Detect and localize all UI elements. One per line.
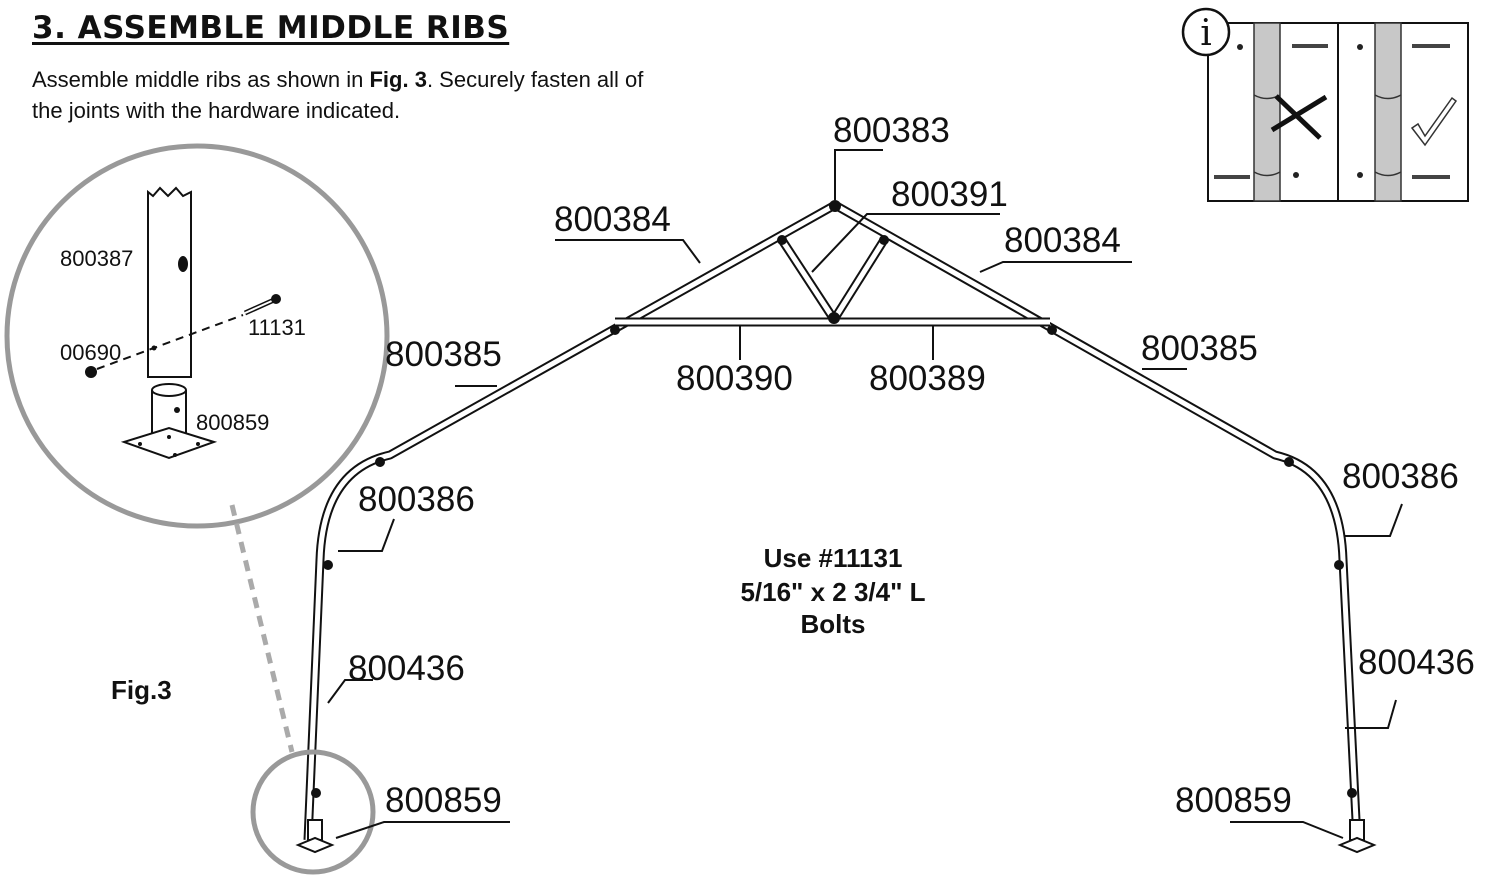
- label-leg-left: 800436: [348, 649, 465, 688]
- frame-joints: [311, 200, 1357, 798]
- correct-check-icon: [1410, 96, 1458, 147]
- bolt-orientation-panel: i: [1181, 7, 1469, 202]
- figure-label: Fig.3: [111, 675, 172, 705]
- rib-frame: [303, 201, 1362, 841]
- label-elbow-left: 800386: [358, 480, 475, 519]
- label-ridge: 800383: [833, 111, 950, 150]
- label-tie-right: 800389: [869, 359, 986, 398]
- instructions: Assemble middle ribs as shown in Fig. 3.…: [32, 64, 672, 126]
- detail-label-nut: 00690: [60, 340, 121, 365]
- page-title: 3. ASSEMBLE MIDDLE RIBS: [32, 10, 510, 46]
- label-tie-left: 800390: [676, 359, 793, 398]
- leader-lines: [327, 149, 1403, 839]
- label-upper-left: 800385: [385, 335, 502, 374]
- label-foot-left: 800859: [385, 781, 502, 820]
- label-rafter-right: 800384: [1004, 221, 1121, 260]
- label-rafter-left: 800384: [554, 200, 671, 239]
- svg-text:i: i: [1200, 13, 1212, 54]
- note-line-1: Use #11131: [764, 543, 903, 573]
- label-leg-right: 800436: [1358, 643, 1475, 682]
- label-upper-right: 800385: [1141, 329, 1258, 368]
- part-labels: 800383 800391 800384 800384 800385 80038…: [348, 111, 1475, 820]
- label-elbow-right: 800386: [1342, 457, 1459, 496]
- detail-magnifier: 800387 11131 00690 800859: [4, 143, 390, 875]
- wrong-cross-icon: [1270, 94, 1328, 140]
- base-plates: [295, 819, 1377, 854]
- detail-label-leg: 800387: [60, 246, 133, 271]
- detail-label-foot: 800859: [196, 410, 269, 435]
- label-king-brace: 800391: [891, 175, 1008, 214]
- note-line-3: Bolts: [801, 609, 866, 639]
- figure-reference: Fig. 3: [369, 67, 427, 92]
- label-foot-right: 800859: [1175, 781, 1292, 820]
- note-line-2: 5/16" x 2 3/4" L: [740, 577, 925, 607]
- instructions-text-1: Assemble middle ribs as shown in: [32, 67, 370, 92]
- instructions-text-2: . Securely fasten all of the joints with…: [32, 67, 644, 123]
- info-icon: i: [1181, 7, 1231, 57]
- detail-label-bolt: 11131: [248, 315, 306, 340]
- hardware-note: Use #11131 5/16" x 2 3/4" L Bolts: [740, 543, 925, 639]
